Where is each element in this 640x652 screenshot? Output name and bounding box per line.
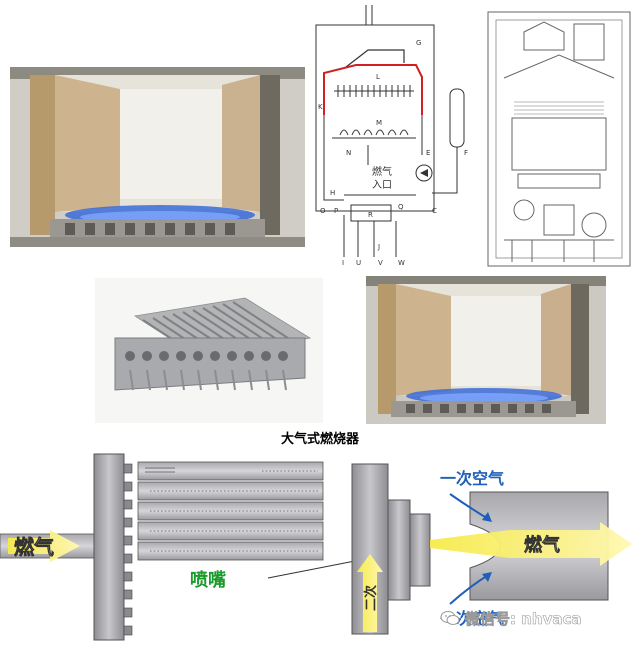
- schematic-letter-l: L: [376, 73, 380, 81]
- fuel-gas-label-right: 燃气: [524, 534, 560, 556]
- schematic-letter-e: E: [426, 149, 430, 157]
- schematic-letter-f: F: [464, 149, 468, 157]
- schematic-inlet-label: 入口: [372, 180, 392, 191]
- schematic-letter-h: H: [330, 189, 335, 197]
- schematic-letter-c: C: [432, 207, 437, 215]
- wechat-watermark: 微信号: nhvaca: [440, 606, 582, 630]
- nozzle-label: 喷嘴: [190, 570, 226, 591]
- combustion-chamber-photo-top: [10, 67, 305, 247]
- watermark-text: 微信号: nhvaca: [465, 609, 582, 628]
- burner-assembly-photo: [95, 278, 323, 423]
- schematic-letter-w: W: [398, 259, 405, 267]
- schematic-letter-g: G: [416, 39, 421, 47]
- schematic-letter-p: P: [334, 207, 338, 215]
- schematic-letter-o: O: [320, 207, 326, 215]
- gas-manifold: [93, 453, 125, 641]
- section-caption: 大气式燃烧器: [280, 432, 359, 447]
- schematic-letter-u: U: [356, 259, 361, 267]
- nozzle-leader-line: [267, 559, 361, 579]
- boiler-cutaway-drawing: [484, 10, 634, 268]
- schematic-letter-v: V: [378, 259, 383, 267]
- schematic-letter-j: J: [377, 243, 380, 251]
- secondary-air-label: 二次: [363, 585, 379, 611]
- boiler-schematic: G L K M N E F H O P R Q C I U J V W 燃气 入…: [306, 5, 472, 267]
- burner-diagram: 燃气 喷嘴: [0, 448, 640, 648]
- schematic-letter-r: R: [368, 211, 373, 219]
- fuel-gas-label-left: 燃气: [14, 535, 54, 559]
- burner-tubes: [137, 461, 324, 561]
- schematic-letter-n: N: [346, 149, 351, 157]
- primary-air-label-top: 一次空气: [440, 469, 504, 488]
- wechat-icon: [440, 610, 460, 626]
- gas-flow-arrow-left: [8, 530, 80, 562]
- combustion-chamber-photo-bottom: [366, 276, 606, 424]
- schematic-letter-k: K: [318, 103, 323, 111]
- schematic-gas-label: 燃气: [372, 165, 392, 178]
- schematic-letter-i: I: [342, 259, 344, 267]
- schematic-letter-m: M: [376, 119, 382, 127]
- gas-flow-arrow-right: [430, 522, 632, 566]
- nozzle-row: [123, 463, 133, 636]
- schematic-letter-q: Q: [398, 203, 404, 211]
- secondary-air-arrow: [357, 554, 383, 632]
